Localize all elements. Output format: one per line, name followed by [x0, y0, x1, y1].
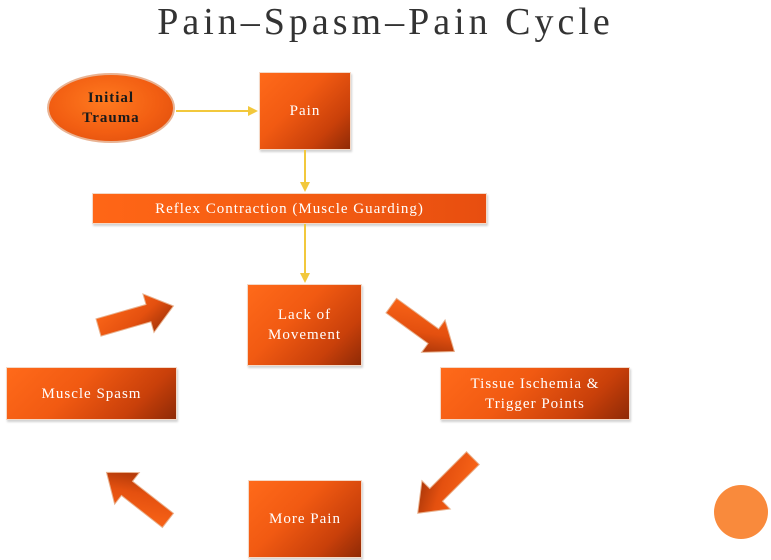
block-arrow-ischemia-to-more-pain [417, 451, 480, 514]
initial-trauma-node: Initial Trauma [47, 73, 175, 143]
block-arrow-spasm-to-lack [95, 293, 175, 337]
muscle-spasm-label: Muscle Spasm [41, 385, 142, 402]
initial-trauma-line-1: Initial [87, 90, 135, 106]
pain-to-reflex-connector [300, 150, 310, 192]
page-title: Pain–Spasm–Pain Cycle [157, 1, 614, 43]
initial-trauma-line-2: Trauma [82, 110, 140, 126]
block-arrow-lack-to-ischemia [385, 297, 456, 353]
pain-node: Pain [259, 72, 351, 150]
lack-of-movement-line-1: Lack of [277, 307, 332, 323]
tissue-ischemia-line-1: Tissue Ischemia & [470, 375, 600, 392]
more-pain-node: More Pain [248, 480, 362, 558]
reflex-contraction-label: Reflex Contraction (Muscle Guarding) [155, 200, 424, 217]
block-arrow-more-pain-to-spasm [105, 471, 175, 529]
pain-label: Pain [289, 103, 321, 119]
muscle-spasm-node: Muscle Spasm [6, 367, 177, 420]
trauma-to-pain-connector [176, 106, 258, 116]
decorative-circle [714, 485, 768, 539]
reflex-to-lack-connector [300, 224, 310, 283]
lack-of-movement-node: Lack of Movement [247, 284, 362, 366]
more-pain-label: More Pain [269, 511, 341, 527]
tissue-ischemia-node: Tissue Ischemia & Trigger Points [440, 367, 630, 420]
lack-of-movement-line-2: Movement [268, 327, 341, 343]
reflex-contraction-node: Reflex Contraction (Muscle Guarding) [92, 193, 487, 224]
tissue-ischemia-line-2: Trigger Points [485, 395, 585, 412]
